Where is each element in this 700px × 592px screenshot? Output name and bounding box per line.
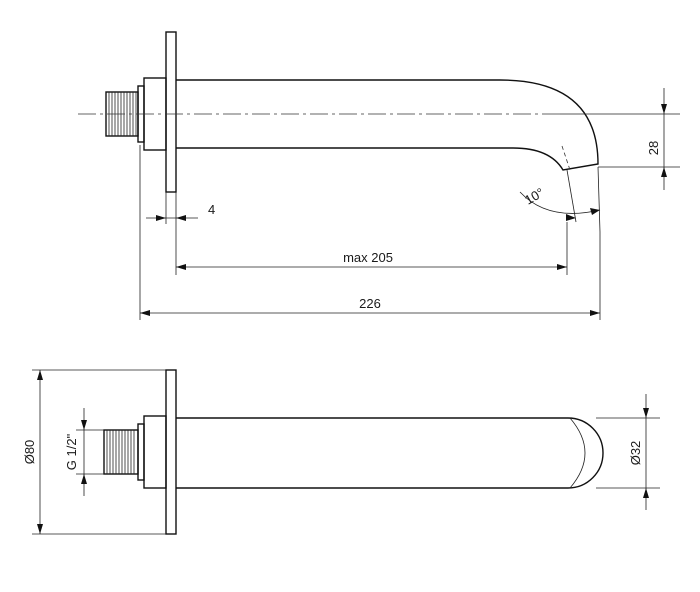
wall-flange-top	[143, 369, 177, 535]
threaded-connector-side	[105, 85, 145, 143]
dimension-overall-length: 226	[139, 145, 601, 320]
spout-body-top	[176, 417, 604, 489]
spout-body-side	[176, 79, 599, 171]
flange-thickness-label: 4	[208, 202, 215, 217]
dimension-flange-thickness: 4	[146, 192, 215, 275]
wall-flange-side	[143, 31, 177, 193]
dimension-thread: G 1/2"	[64, 408, 104, 496]
thread-label: G 1/2"	[64, 433, 79, 470]
dimension-flange-diameter: Ø80	[22, 369, 166, 535]
flange-diameter-label: Ø80	[22, 440, 37, 465]
outlet-drop-label: 28	[646, 141, 661, 155]
dimension-projection-max: max 205	[176, 222, 568, 275]
spout-diameter-label: Ø32	[628, 441, 643, 466]
spout-tip-arc	[569, 417, 586, 489]
threaded-connector-top	[103, 423, 145, 481]
top-view: Ø80 G 1/2" Ø32	[22, 369, 660, 535]
dimension-outlet-angle: 10°	[519, 166, 601, 233]
side-view: 28 10° 4 max 205	[78, 31, 680, 320]
spout-outlet-dashed	[561, 145, 571, 171]
dimension-outlet-drop: 28	[560, 88, 680, 190]
projection-max-label: max 205	[343, 250, 393, 265]
dimension-spout-diameter: Ø32	[596, 394, 660, 510]
outlet-angle-label: 10°	[522, 185, 547, 208]
overall-length-label: 226	[359, 296, 381, 311]
